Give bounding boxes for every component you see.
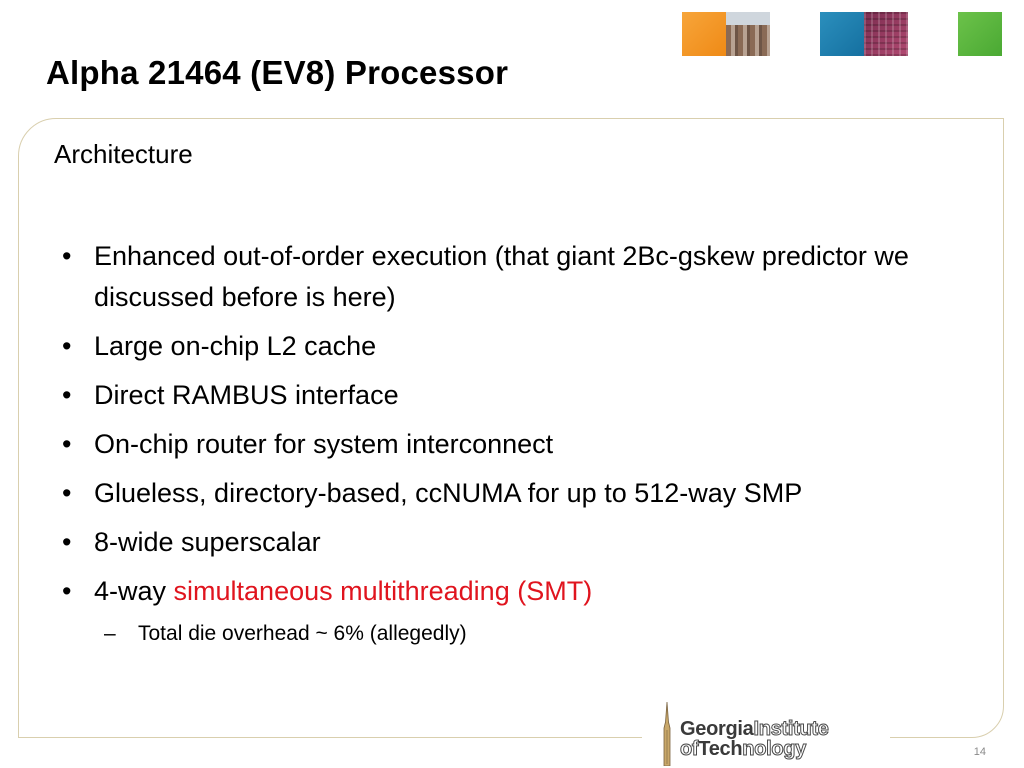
georgia-tech-logo: GeorgiaInstitute ofTechnology <box>642 700 890 768</box>
bullet-marker: • <box>62 331 72 361</box>
orange-tile-image <box>682 12 726 56</box>
logo-of-text: of <box>679 738 699 761</box>
green-tile-image <box>958 12 1002 56</box>
bullet-item: • 8-wide superscalar <box>62 522 962 563</box>
campus-photo-image <box>726 12 770 56</box>
bullet-marker: • <box>62 429 72 459</box>
sub-bullet-marker: – <box>104 622 116 645</box>
sub-bullet-item: – Total die overhead ~ 6% (allegedly) <box>104 618 467 650</box>
bullet-marker: • <box>62 478 72 508</box>
bullet-text: 8-wide superscalar <box>94 527 321 557</box>
bullet-item: • 4-way simultaneous multithreading (SMT… <box>62 571 962 612</box>
bullet-list: • Enhanced out-of-order execution (that … <box>62 236 962 620</box>
bullet-text: 4-way <box>94 576 174 606</box>
logo-tech-text: Tech <box>698 738 743 760</box>
bullet-item: • Glueless, directory-based, ccNUMA for … <box>62 473 962 514</box>
bullet-text: Direct RAMBUS interface <box>94 380 399 410</box>
bullet-marker: • <box>62 576 72 606</box>
circuit-photo-image <box>864 12 908 56</box>
bullet-text: Large on-chip L2 cache <box>94 331 377 361</box>
content-panel <box>18 118 1004 738</box>
bullet-text: On-chip router for system interconnect <box>94 429 554 459</box>
logo-nology-text: nology <box>742 738 807 761</box>
slide-title: Alpha 21464 (EV8) Processor <box>46 54 509 91</box>
bullet-marker: • <box>62 380 72 410</box>
bullet-marker: • <box>62 241 72 271</box>
logo-line-2: ofTechnology <box>679 738 807 761</box>
logo-institute-text: Institute <box>753 718 829 741</box>
bullet-item: • Large on-chip L2 cache <box>62 326 962 367</box>
bullet-item: • Enhanced out-of-order execution (that … <box>62 236 962 318</box>
logo-georgia-text: Georgia <box>680 718 754 740</box>
header-image-strip <box>0 12 1024 58</box>
sub-bullet-text: Total die overhead ~ 6% (allegedly) <box>138 622 467 645</box>
bullet-item: • Direct RAMBUS interface <box>62 375 962 416</box>
bullet-item: • On-chip router for system interconnect <box>62 424 962 465</box>
bullet-highlight-text: simultaneous multithreading (SMT) <box>173 576 593 606</box>
logo-line-1: GeorgiaInstitute <box>680 718 829 741</box>
page-number: 14 <box>973 746 986 758</box>
tower-spire-icon <box>663 702 671 766</box>
bullet-text: Glueless, directory-based, ccNUMA for up… <box>94 478 803 508</box>
bullet-text: Enhanced out-of-order execution (that gi… <box>94 241 909 312</box>
blue-tile-image <box>820 12 864 56</box>
bullet-marker: • <box>62 527 72 557</box>
slide-subtitle: Architecture <box>54 139 193 169</box>
